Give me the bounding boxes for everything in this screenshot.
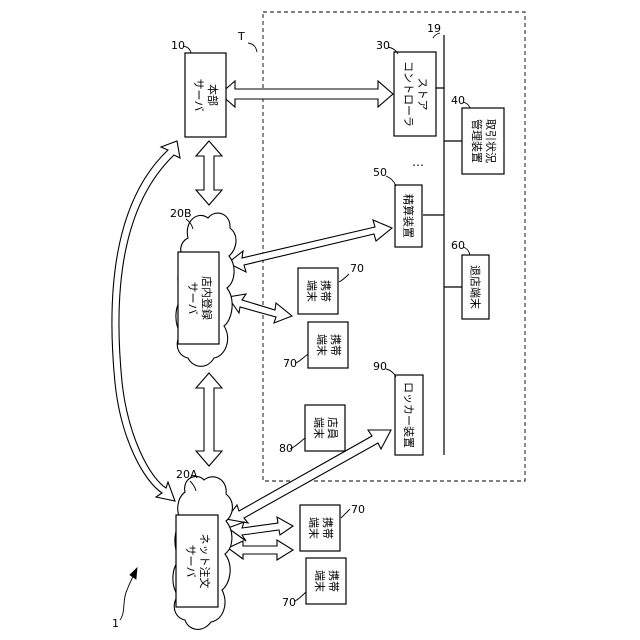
settlement-device-ref: 50	[373, 166, 387, 179]
store-reg-server-label-1: 店内登録	[200, 276, 214, 320]
mobile-terminal-2-leader	[296, 354, 308, 363]
link-store-reg-settlement	[228, 220, 392, 272]
net-order-server-label-2: サーバ	[184, 545, 197, 578]
settlement-device-label: 精算装置	[402, 194, 416, 238]
more-devices-ellipsis: …	[412, 155, 424, 169]
link-store-reg-mobile-upper	[228, 294, 292, 323]
net-order-server-label-1: ネット注文	[198, 534, 212, 589]
mobile-terminal-2-label-1: 携帯	[329, 334, 343, 356]
store-boundary-ref: T	[237, 30, 245, 43]
mobile-terminal-2-label-2: 端末	[315, 334, 329, 356]
store-reg-server-label-2: サーバ	[186, 282, 199, 315]
link-hq-store-controller	[220, 81, 393, 107]
system-ref: 1	[112, 617, 119, 630]
mobile-terminal-3-ref: 70	[351, 503, 365, 516]
hq-server-label-2: サーバ	[192, 79, 205, 112]
staff-terminal-label-1: 店員	[326, 417, 340, 439]
staff-terminal-label-2: 端末	[312, 417, 326, 439]
mobile-terminal-1-leader	[339, 274, 349, 282]
store-controller-label-1: ストア	[416, 78, 429, 111]
exit-terminal-ref: 60	[451, 239, 465, 252]
exit-terminal-label: 退店端末	[469, 265, 483, 309]
mobile-terminal-1-label-2: 端末	[305, 280, 319, 302]
link-hq-store-reg	[196, 141, 222, 205]
mobile-terminal-3-leader	[341, 509, 350, 518]
txn-device-ref: 40	[451, 94, 465, 107]
locker-device-ref: 90	[373, 360, 387, 373]
net-order-server-ref: 20A	[176, 468, 198, 481]
txn-device-label-2: 管理装置	[470, 119, 484, 163]
store-reg-server-ref: 20B	[170, 207, 192, 220]
txn-device-label-1: 取引状況	[484, 119, 498, 163]
mobile-terminal-1-label-1: 携帯	[319, 280, 333, 302]
mobile-terminal-3-label-2: 端末	[307, 517, 321, 539]
mobile-terminal-4-ref: 70	[282, 596, 296, 609]
link-hq-net-order	[112, 141, 180, 501]
system-leader-arrowhead	[130, 568, 137, 579]
mobile-terminal-3-label-1: 携帯	[321, 517, 335, 539]
hq-server-ref: 10	[171, 39, 185, 52]
store-controller-label-2: コントローラ	[402, 61, 415, 127]
mobile-terminal-2-ref: 70	[283, 357, 297, 370]
mobile-terminal-4-label-1: 携帯	[327, 570, 341, 592]
mobile-terminal-4-leader	[295, 592, 306, 601]
locker-device-label: ロッカー装置	[402, 382, 415, 448]
hq-server-label-1: 本部	[206, 84, 220, 106]
mobile-terminal-1-ref: 70	[350, 262, 364, 275]
bus-ref: 19	[427, 22, 441, 35]
system-leader	[120, 575, 134, 620]
store-boundary-leader	[248, 43, 257, 52]
store-controller-ref: 30	[376, 39, 390, 52]
link-store-reg-net-order	[196, 373, 222, 466]
link-net-order-mobile-lower	[228, 540, 293, 560]
mobile-terminal-4-label-2: 端末	[313, 570, 327, 592]
